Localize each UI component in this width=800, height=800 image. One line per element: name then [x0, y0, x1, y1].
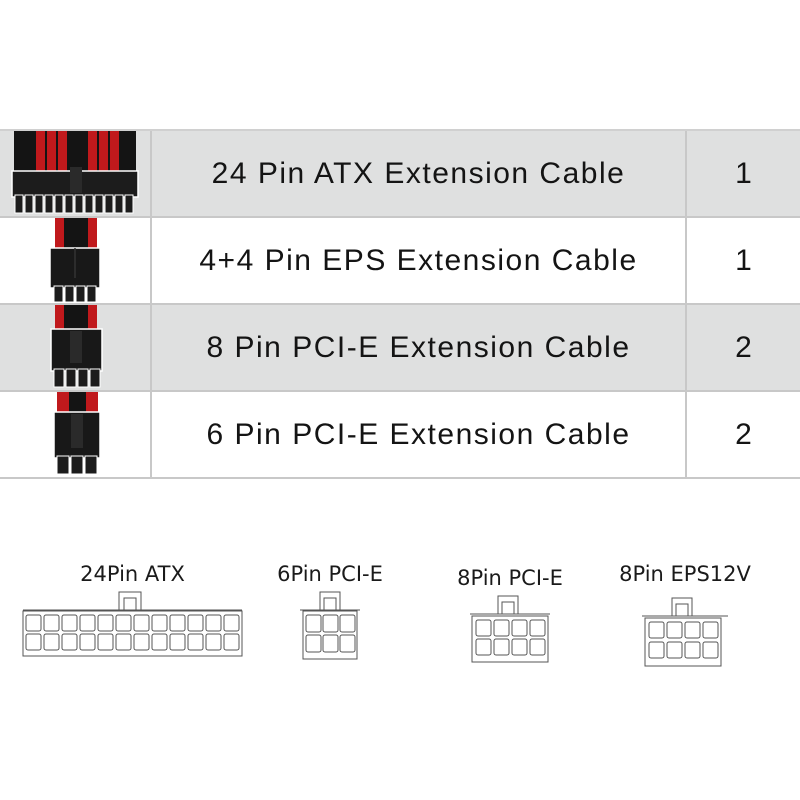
cable-name: 4+4 Pin EPS Extension Cable — [199, 243, 638, 277]
8-pin-pcie-connector-icon — [50, 305, 103, 388]
pinout-diagram-8pin-pcie: 8Pin PCI-E — [440, 566, 580, 666]
table-row: 4+4 Pin EPS Extension Cable 1 — [0, 218, 800, 305]
diagram-label: 6Pin PCI-E — [277, 562, 383, 586]
cable-name: 24 Pin ATX Extension Cable — [211, 156, 626, 190]
diagram-label: 8Pin EPS12V — [619, 562, 751, 586]
cable-quantity: 1 — [685, 131, 800, 216]
cable-quantity: 2 — [685, 305, 800, 390]
diagram-label: 8Pin PCI-E — [457, 566, 563, 590]
8-pin-eps12v-pinout-icon — [642, 597, 728, 667]
pinout-diagram-24pin-atx: 24Pin ATX — [20, 562, 245, 660]
cable-name: 8 Pin PCI-E Extension Cable — [206, 330, 631, 364]
cable-quantity: 2 — [685, 392, 800, 477]
connector-image-cell — [0, 392, 152, 477]
4-plus-4-pin-eps-connector-icon — [49, 218, 101, 303]
diagram-label: 24Pin ATX — [80, 562, 185, 586]
pinout-diagram-8pin-eps12v: 8Pin EPS12V — [610, 562, 760, 672]
6-pin-pcie-connector-icon — [53, 392, 101, 475]
cable-quantity: 1 — [685, 218, 800, 303]
connector-image-cell — [0, 305, 152, 390]
24-pin-atx-connector-icon — [11, 131, 139, 214]
cable-name: 6 Pin PCI-E Extension Cable — [206, 417, 631, 451]
24-pin-atx-pinout-icon — [22, 591, 243, 657]
connector-image-cell — [0, 131, 152, 216]
8-pin-pcie-pinout-icon — [470, 595, 550, 663]
table-row: 6 Pin PCI-E Extension Cable 2 — [0, 392, 800, 479]
table-top-border — [0, 129, 800, 131]
table-row: 24 Pin ATX Extension Cable 1 — [0, 131, 800, 218]
pinout-diagram-6pin-pcie: 6Pin PCI-E — [270, 562, 390, 665]
table-row: 8 Pin PCI-E Extension Cable 2 — [0, 305, 800, 392]
connector-image-cell — [0, 218, 152, 303]
6-pin-pcie-pinout-icon — [300, 591, 360, 660]
